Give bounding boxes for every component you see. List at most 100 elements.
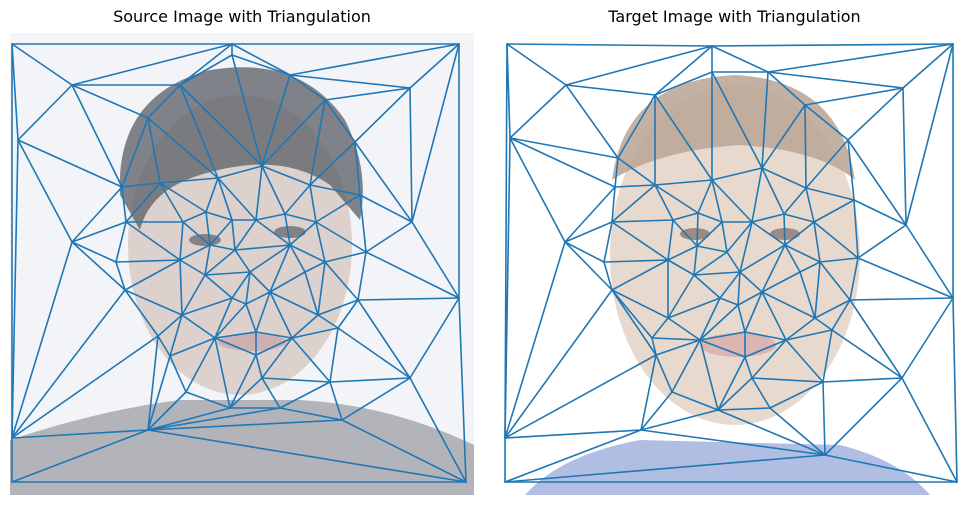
source-mesh-edge — [245, 303, 257, 333]
target-mesh-edge — [509, 137, 619, 159]
source-mesh-edge — [231, 271, 251, 299]
source-mesh-edge — [157, 314, 183, 337]
source-mesh-edge — [231, 297, 247, 305]
source-mesh-edge — [179, 259, 183, 316]
target-mesh-edge — [717, 407, 771, 411]
target-mesh-edge — [726, 251, 741, 273]
source-mesh-edge — [209, 219, 233, 246]
target-mesh-edge — [697, 212, 723, 223]
target-mesh-edge — [614, 157, 619, 188]
target-mesh-edge — [905, 224, 954, 299]
source-mesh-edge — [11, 429, 149, 439]
source-mesh-edge — [17, 84, 73, 141]
source-mesh-edge — [179, 221, 184, 261]
target-mesh-edge — [667, 245, 698, 261]
source-mesh-edge — [182, 211, 207, 223]
target-mesh-edge — [671, 391, 719, 411]
source-mesh-edge — [209, 244, 236, 251]
target-mesh-edge — [783, 213, 815, 223]
target-mesh-edge — [814, 317, 833, 331]
source-hair — [119, 67, 363, 230]
target-mesh-edge — [849, 257, 859, 301]
source-mesh-edge — [181, 314, 216, 339]
target-mesh-edge — [671, 339, 701, 393]
target-mesh-edge — [565, 84, 656, 96]
source-mesh-edge — [185, 391, 231, 409]
target-mesh-edge — [737, 291, 763, 306]
source-mesh-edge — [411, 221, 460, 299]
source-mesh-edge — [317, 261, 326, 316]
target-mesh-edge — [814, 299, 851, 319]
target-mesh-edge — [651, 337, 657, 356]
target-mesh-edge — [905, 43, 954, 226]
target-mesh-edge — [717, 356, 746, 411]
target-mesh-edge — [564, 241, 605, 263]
target-mesh-edge — [654, 45, 713, 96]
source-mesh-edge — [214, 303, 247, 339]
source-mesh-edge — [329, 377, 411, 383]
target-mesh-edge — [504, 429, 642, 483]
source-mesh-edge — [245, 291, 271, 305]
target-mesh-edge — [504, 354, 657, 439]
source-mesh-edge — [71, 241, 117, 263]
target-mesh-edge — [761, 271, 801, 293]
target-mesh-edge — [711, 45, 769, 73]
source-mesh-edge — [309, 141, 356, 186]
target-mesh-edge — [813, 199, 855, 223]
target-mesh-edge — [696, 212, 699, 247]
target-mesh-edge — [761, 167, 807, 189]
target-mesh-edge — [693, 274, 721, 299]
source-mesh-edge — [11, 241, 73, 439]
target-mesh-edge — [824, 454, 958, 483]
source-mesh-edge — [147, 335, 159, 431]
target-mesh-edge — [739, 271, 763, 293]
target-mesh-edge — [506, 43, 511, 139]
target-mesh-edge — [857, 224, 907, 259]
source-mesh-edge — [159, 177, 219, 184]
target-mesh-edge — [603, 261, 613, 291]
target-mesh-edge — [504, 429, 642, 439]
target-mesh-edge — [509, 137, 616, 188]
target-mesh-edge — [672, 212, 699, 221]
target-mesh-edge — [761, 71, 769, 169]
target-mesh-edge — [847, 87, 904, 141]
source-mesh-edge — [179, 84, 219, 179]
target-mesh-edge — [611, 259, 669, 291]
target-mesh-edge — [611, 289, 669, 319]
source-mesh-edge — [289, 221, 317, 246]
source-mesh-edge — [255, 219, 291, 246]
source-mesh-edge — [458, 297, 467, 483]
source-mesh-edge — [125, 221, 181, 261]
target-mesh-edge — [611, 289, 657, 356]
target-mesh-edge — [655, 339, 701, 356]
source-mesh-edge — [169, 355, 187, 393]
source-mesh-edge — [255, 337, 293, 356]
source-mesh-edge — [147, 84, 181, 119]
target-mesh-edge — [640, 409, 719, 431]
target-mesh-edge — [617, 157, 656, 186]
source-mesh-edge — [11, 139, 19, 439]
source-mesh-edge — [261, 377, 331, 383]
source-mesh-edge — [179, 259, 206, 276]
source-mesh-edge — [71, 221, 127, 243]
target-mesh-edge — [785, 317, 816, 341]
source-mesh-edge — [71, 241, 126, 291]
target-mesh-edge — [565, 45, 713, 86]
target-mesh-edge — [853, 199, 859, 259]
target-mesh-edge — [761, 167, 785, 215]
target-mesh-edge — [611, 186, 616, 223]
target-mesh-edge — [711, 71, 763, 169]
target-mesh-edge — [783, 213, 786, 246]
target-mesh-edge — [744, 356, 753, 379]
source-mesh-edge — [147, 117, 161, 184]
target-mesh-edge — [654, 184, 674, 221]
target-mesh-edge — [847, 139, 855, 201]
target-mesh-edge — [693, 245, 698, 276]
source-mesh-edge — [284, 184, 311, 215]
target-mesh-edge — [822, 377, 903, 383]
target-mesh-edge — [719, 297, 739, 306]
source-mesh-edge — [214, 331, 257, 339]
source-mesh-edge — [269, 291, 319, 316]
target-mesh-edge — [799, 271, 816, 319]
source-mesh-edge — [337, 299, 359, 329]
